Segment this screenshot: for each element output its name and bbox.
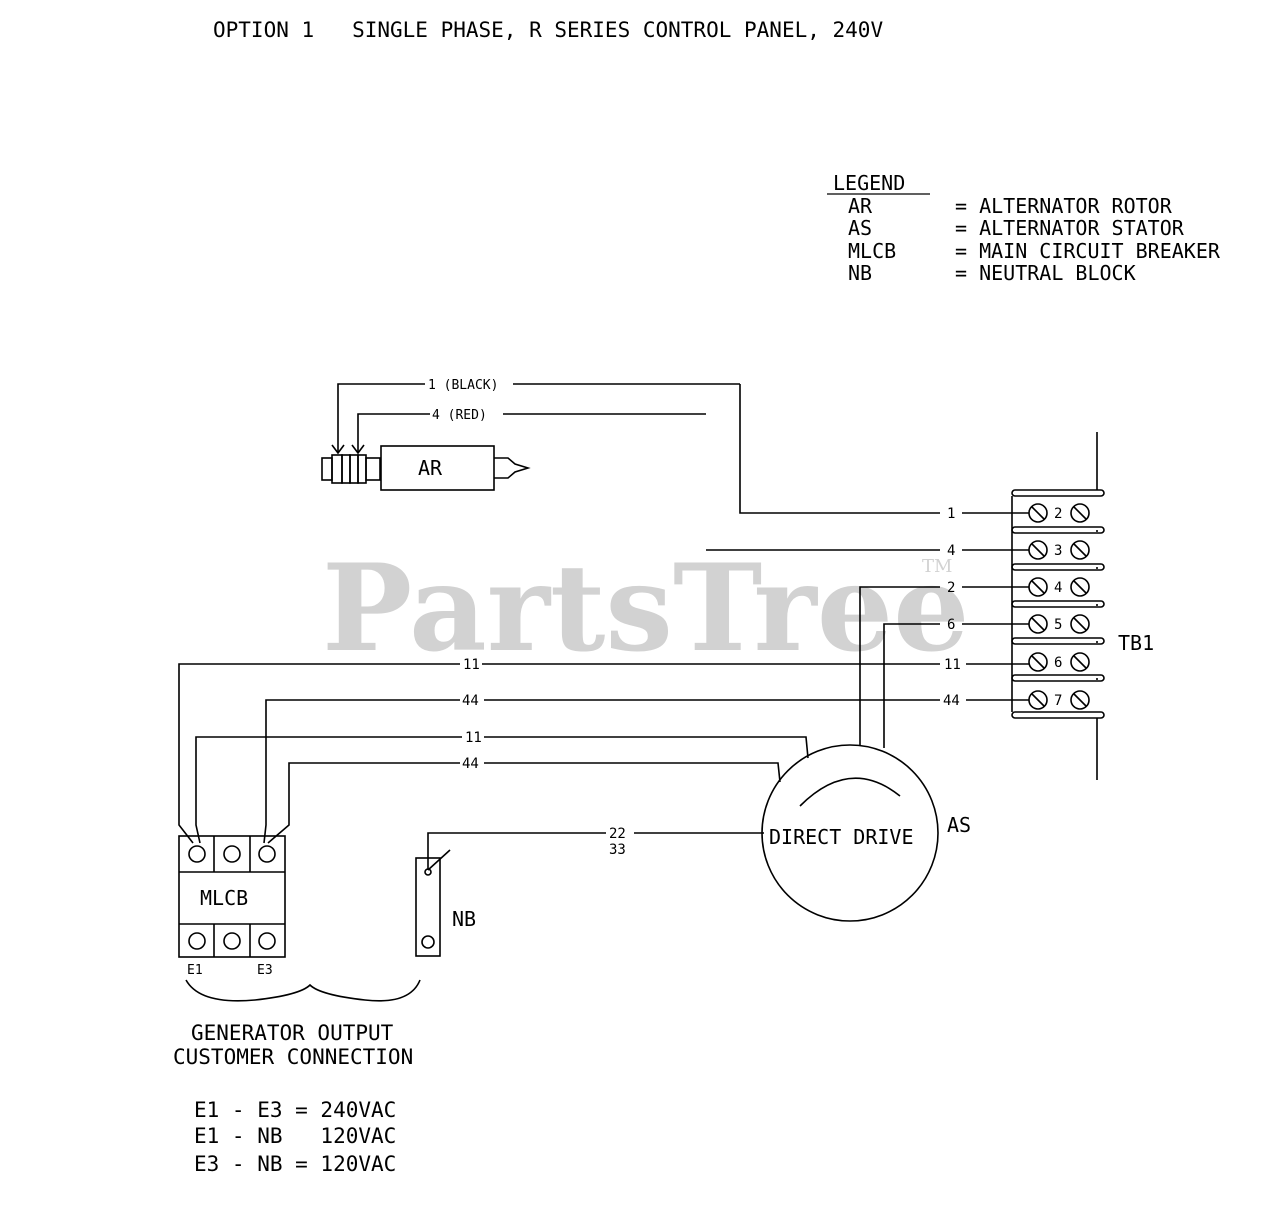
breaker-label: MLCB: [200, 886, 248, 910]
tb-wire-label-44: 44: [943, 693, 960, 709]
watermark: PartsTree: [322, 538, 969, 679]
tb-wires: 1 4 2 6 11 11 44 44: [178, 384, 1029, 844]
wire-label-44-top: 44: [462, 693, 479, 709]
legend-abbr-nb: NB: [848, 261, 872, 285]
breaker-e1-label: E1: [187, 963, 203, 978]
output-line2: CUSTOMER CONNECTION: [173, 1045, 413, 1069]
output-spec1: E1 - E3 = 240VAC: [194, 1098, 396, 1122]
neutral-label: NB: [452, 907, 476, 931]
tb-wire-label-11: 11: [944, 657, 961, 673]
output-notes: GENERATOR OUTPUT CUSTOMER CONNECTION E1 …: [173, 1021, 413, 1176]
alternator-rotor: 1 (BLACK) 4 (RED) AR: [321, 378, 740, 491]
terminal-number-6: 6: [1054, 655, 1062, 671]
watermark-tm: TM: [922, 556, 952, 577]
output-line1: GENERATOR OUTPUT: [191, 1021, 394, 1045]
diagram-title: OPTION 1 SINGLE PHASE, R SERIES CONTROL …: [213, 18, 883, 42]
stator-tag: AS: [947, 813, 971, 837]
legend-desc-nb: = NEUTRAL BLOCK: [955, 261, 1136, 285]
legend-desc-ar: = ALTERNATOR ROTOR: [955, 194, 1173, 218]
alternator-stator: DIRECT DRIVE AS: [761, 744, 971, 922]
output-spec3: E3 - NB = 120VAC: [194, 1152, 396, 1176]
tb-wire-label-2: 2: [947, 580, 955, 596]
wire-label-black: 1 (BLACK): [428, 378, 498, 393]
legend-desc-as: = ALTERNATOR STATOR: [955, 216, 1185, 240]
wire-label-red: 4 (RED): [432, 408, 487, 423]
stator-label: DIRECT DRIVE: [769, 825, 914, 849]
legend-abbr-mlcb: MLCB: [848, 239, 896, 263]
wire-label-11-top: 11: [463, 657, 480, 673]
legend-heading: LEGEND: [833, 171, 905, 195]
wire-label-11-mid: 11: [465, 730, 482, 746]
main-circuit-breaker: MLCB E1 E3: [178, 835, 286, 978]
tb-wire-label-4: 4: [947, 543, 955, 559]
connection-brace: [185, 979, 421, 1002]
tb-wire-label-1: 1: [947, 506, 955, 522]
terminal-number-2: 2: [1054, 506, 1062, 522]
neutral-block: NB: [415, 849, 476, 957]
wire-label-33: 33: [609, 842, 626, 858]
wire-label-44-mid: 44: [462, 756, 479, 772]
legend-desc-mlcb: = MAIN CIRCUIT BREAKER: [955, 239, 1221, 263]
terminal-block: 2 3 4 5 6 7 TB1: [1011, 432, 1154, 780]
terminal-number-4: 4: [1054, 580, 1062, 596]
terminal-block-label: TB1: [1118, 631, 1154, 655]
legend-abbr-as: AS: [848, 216, 872, 240]
terminal-number-5: 5: [1054, 617, 1062, 633]
tb-wire-label-6: 6: [947, 617, 955, 633]
terminal-number-7: 7: [1054, 693, 1062, 709]
legend-abbr-ar: AR: [848, 194, 873, 218]
terminal-number-3: 3: [1054, 543, 1062, 559]
wire-label-22: 22: [609, 826, 626, 842]
breaker-e3-label: E3: [257, 963, 273, 978]
rotor-label: AR: [418, 456, 443, 480]
output-spec2: E1 - NB 120VAC: [194, 1124, 396, 1148]
stator-wires: 11 44 22 33: [195, 730, 809, 870]
legend: LEGEND AR = ALTERNATOR ROTOR AS = ALTERN…: [827, 171, 1221, 285]
